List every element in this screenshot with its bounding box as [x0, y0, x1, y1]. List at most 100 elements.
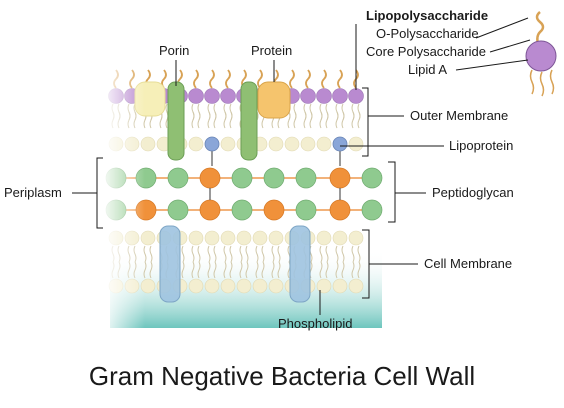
lipid-tail: [341, 261, 345, 279]
lipid-tail: [197, 261, 201, 279]
phospholipid-head: [204, 278, 220, 294]
nam-unit: [199, 167, 221, 189]
phospholipid-head: [316, 136, 332, 152]
nam-unit: [329, 167, 351, 189]
lipid-tail: [277, 245, 281, 263]
lipid-tail: [351, 261, 355, 279]
lipid-tail: [213, 245, 217, 263]
lipid-tail: [207, 261, 211, 279]
nag-unit: [361, 167, 383, 189]
lps-head: [332, 88, 348, 104]
phospholipid-head: [348, 136, 364, 152]
lipid-a-label: Lipid A: [408, 62, 447, 77]
outer-membrane-label: Outer Membrane: [410, 108, 508, 123]
phospholipid-head: [252, 230, 268, 246]
phospholipid-label: Phospholipid: [278, 316, 352, 331]
lipid-tail: [229, 111, 233, 129]
phospholipid-head: [204, 230, 220, 246]
lps-head: [220, 88, 236, 104]
phospholipid-head: [332, 230, 348, 246]
phospholipid-head: [268, 136, 284, 152]
lipid-tail: [335, 245, 339, 263]
o-polysaccharide-label: O-Polysaccharide: [376, 26, 479, 41]
lipid-tail: [335, 111, 339, 129]
phospholipid-head: [316, 230, 332, 246]
lipid-tail: [213, 111, 217, 129]
o-polysaccharide-chain: [337, 69, 343, 89]
nag-unit: [167, 167, 189, 189]
nag-unit: [231, 199, 253, 221]
lipid-tail: [271, 245, 275, 263]
lipid-tail: [181, 261, 185, 279]
lipid-tail: [245, 261, 249, 279]
phospholipid-head: [284, 136, 300, 152]
nam-unit: [199, 199, 221, 221]
lipid-tail: [357, 261, 361, 279]
lipid-tail: [293, 111, 297, 129]
phospholipid-head: [348, 278, 364, 294]
peptidoglycan-layer: [105, 167, 383, 221]
phospholipid-head: [268, 230, 284, 246]
phospholipid-head: [300, 136, 316, 152]
lipid-tail: [223, 111, 227, 129]
porin-label: Porin: [159, 43, 189, 58]
lipid-tail: [181, 245, 185, 263]
lipid-tail: [149, 245, 153, 263]
o-polysaccharide-chain: [305, 69, 311, 89]
phospholipid-head: [348, 230, 364, 246]
outer-protein: [257, 81, 291, 119]
lipid-tail: [325, 111, 329, 129]
nag-unit: [295, 199, 317, 221]
lipid-tail: [319, 245, 323, 263]
left-fade: [100, 60, 145, 330]
cell-membrane-label: Cell Membrane: [424, 256, 512, 271]
protein-label: Protein: [251, 43, 292, 58]
nag-unit: [263, 167, 285, 189]
lps-icon: [525, 11, 557, 97]
outer-membrane: [108, 69, 364, 166]
lipopolysaccharide-label: Lipopolysaccharide: [366, 8, 488, 23]
lipid-tail: [309, 111, 313, 129]
lipid-tail: [261, 261, 265, 279]
lipoprotein-head: [332, 136, 348, 152]
phospholipid-head: [220, 136, 236, 152]
lipid-tail: [229, 261, 233, 279]
phospholipid-head: [220, 230, 236, 246]
lipid-tail: [319, 261, 323, 279]
phospholipid-head: [316, 278, 332, 294]
nam-unit: [329, 199, 351, 221]
o-polysaccharide-chain: [209, 69, 215, 89]
lipid-tail: [223, 245, 227, 263]
lipid-tail: [229, 245, 233, 263]
lipid-tail: [261, 245, 265, 263]
phospholipid-head: [268, 278, 284, 294]
nam-unit: [263, 199, 285, 221]
lps-head: [188, 88, 204, 104]
lipid-tail: [271, 261, 275, 279]
lps-head: [348, 88, 364, 104]
lipid-tail: [325, 261, 329, 279]
lipid-tail: [159, 111, 163, 129]
phospholipid-head: [188, 136, 204, 152]
porin-channel: [167, 81, 185, 161]
o-polysaccharide-chain: [257, 69, 263, 89]
core-polysaccharide-label: Core Polysaccharide: [366, 44, 486, 59]
phospholipid-head: [220, 278, 236, 294]
lipoprotein-head: [204, 136, 220, 152]
nag-unit: [295, 167, 317, 189]
o-polysaccharide-chain: [193, 69, 199, 89]
lipid-tail: [223, 261, 227, 279]
lipid-tail: [197, 245, 201, 263]
phospholipid-head: [236, 230, 252, 246]
lipid-tail: [341, 111, 345, 129]
lipid-tail: [325, 245, 329, 263]
phospholipid-head: [332, 278, 348, 294]
lipid-tail: [351, 245, 355, 263]
periplasm-label: Periplasm: [4, 185, 62, 200]
lipid-tail: [357, 111, 361, 129]
lipid-tail: [277, 261, 281, 279]
lipid-tail: [149, 261, 153, 279]
phospholipid-head: [252, 278, 268, 294]
o-polysaccharide-chain: [321, 69, 327, 89]
